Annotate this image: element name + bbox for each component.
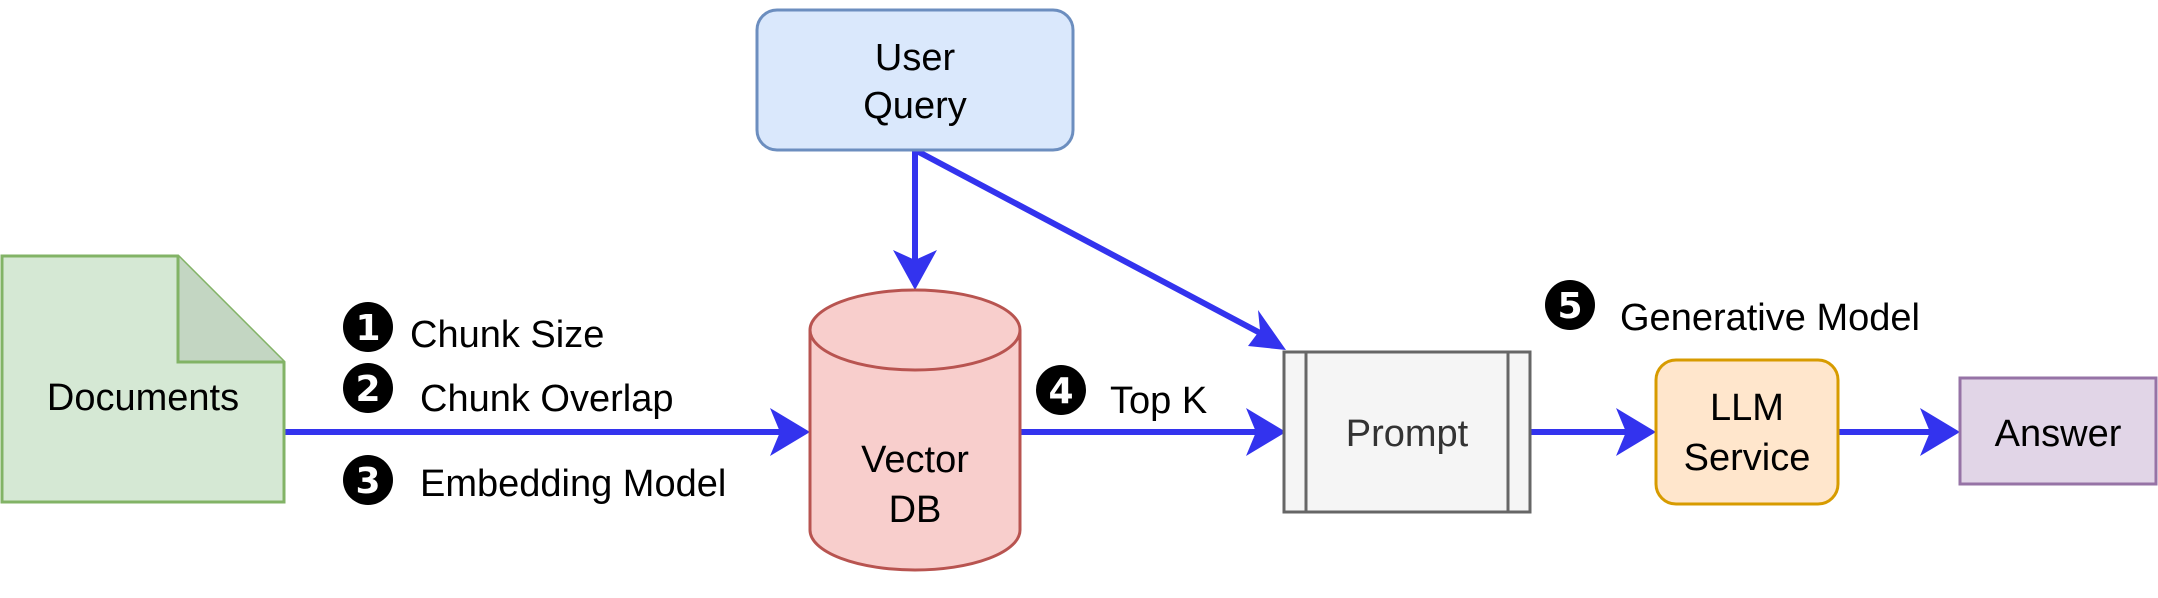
step-4: 4 Top K — [1036, 365, 1207, 422]
vector-db-node: Vector DB — [808, 288, 1022, 572]
step-2-label: Chunk Overlap — [420, 378, 673, 420]
step-2-badge — [343, 363, 393, 413]
arrows — [284, 147, 1960, 456]
prompt-box — [1282, 350, 1532, 514]
step-1-badge — [343, 302, 393, 352]
step-1-number: 1 — [355, 308, 380, 349]
vector-db-top — [808, 288, 1022, 372]
step-3: 3 Embedding Model — [343, 455, 726, 505]
prompt-label: Prompt — [1346, 413, 1469, 455]
documents-label: Documents — [47, 377, 239, 419]
arrowhead-query-to-prompt — [1248, 310, 1286, 350]
step-5-number: 5 — [1557, 286, 1582, 327]
vector-db-label-line1: Vector — [861, 439, 969, 481]
arrowhead-query-to-vectordb — [893, 250, 937, 290]
answer-node: Answer — [1958, 376, 2158, 486]
step-5-badge — [1545, 280, 1595, 330]
step-1: 1 Chunk Size — [343, 302, 604, 356]
step-2: 2 Chunk Overlap — [343, 363, 673, 420]
step-5-label: Generative Model — [1620, 297, 1920, 339]
step-3-number: 3 — [355, 461, 380, 502]
step-1-label: Chunk Size — [410, 314, 604, 356]
llm-service-node: LLM Service — [1654, 358, 1840, 506]
llm-service-label-line1: LLM — [1710, 387, 1784, 429]
vector-db-body — [808, 330, 1022, 572]
user-query-box — [755, 8, 1075, 152]
arrowhead-llm-to-answer — [1920, 408, 1960, 456]
documents-fold — [176, 256, 284, 364]
user-query-label-line1: User — [875, 37, 956, 79]
prompt-node: Prompt — [1282, 350, 1532, 514]
arrowhead-documents-to-vectordb — [770, 408, 810, 456]
arrow-query-to-prompt — [913, 147, 1264, 337]
llm-service-label-line2: Service — [1684, 437, 1811, 479]
user-query-node: User Query — [755, 8, 1075, 152]
step-3-badge — [343, 455, 393, 505]
arrowhead-vectordb-to-prompt — [1246, 408, 1286, 456]
step-5: 5 Generative Model — [1545, 280, 1920, 339]
user-query-label-line2: Query — [863, 85, 966, 127]
llm-service-box — [1654, 358, 1840, 506]
step-4-label: Top K — [1110, 380, 1207, 422]
vector-db-label-line2: DB — [889, 489, 942, 531]
step-2-number: 2 — [355, 369, 380, 410]
documents-node: Documents — [0, 254, 286, 504]
answer-label: Answer — [1995, 413, 2122, 455]
arrowhead-prompt-to-llm — [1616, 408, 1656, 456]
answer-box — [1958, 376, 2158, 486]
step-4-badge — [1036, 365, 1086, 415]
step-3-label: Embedding Model — [420, 463, 726, 505]
step-4-number: 4 — [1048, 371, 1073, 412]
